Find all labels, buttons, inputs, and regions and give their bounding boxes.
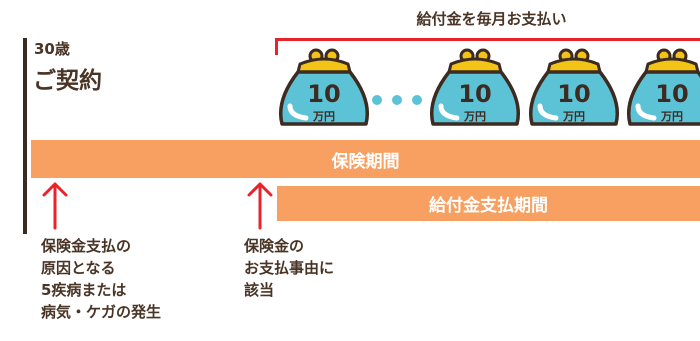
payment-eligibility-note: 保険金の お支払事由に 該当 (244, 235, 334, 301)
note-line: 該当 (244, 281, 275, 299)
ellipsis-dot (392, 95, 402, 105)
coin-purse-icon: 10 万円 (430, 48, 520, 126)
coin-amount: 10 (458, 80, 491, 108)
contract-label: ご契約 (33, 68, 102, 94)
note-line: 病気・ケガの発生 (41, 303, 162, 321)
benefit-payment-period-bar: 給付金支払期間 (277, 186, 700, 221)
contract-timeline-marker (23, 38, 27, 234)
coin-amount: 10 (655, 80, 688, 108)
monthly-payment-title: 給付金を毎月お支払い (416, 10, 567, 28)
note-line: 5疾病または (41, 281, 127, 299)
coin-purse-icon: 10 万円 (529, 48, 619, 126)
up-arrow-icon (42, 182, 68, 230)
coin-unit: 万円 (660, 110, 683, 123)
up-arrow-icon (247, 182, 273, 230)
coin-unit: 万円 (312, 110, 335, 123)
note-line: 保険金支払の (41, 237, 132, 255)
coin-amount: 10 (557, 80, 590, 108)
coin-purse-icon: 10 万円 (627, 48, 700, 126)
payment-bracket-tick (275, 38, 278, 55)
insurance-period-bar: 保険期間 (31, 140, 700, 178)
payment-bracket (275, 38, 700, 41)
insurance-period-label: 保険期間 (331, 151, 400, 172)
note-line: 保険金の (244, 237, 305, 255)
note-line: 原因となる (41, 259, 116, 277)
coin-amount: 10 (307, 80, 340, 108)
note-line: お支払事由に (244, 259, 335, 277)
benefit-period-label: 給付金支払期間 (429, 196, 548, 216)
ellipsis-dot (372, 95, 382, 105)
ellipsis-dot (412, 95, 422, 105)
cause-occurrence-note: 保険金支払の 原因となる 5疾病または 病気・ケガの発生 (41, 235, 161, 323)
coin-unit: 万円 (463, 110, 486, 123)
coin-unit: 万円 (562, 110, 585, 123)
coin-purse-icon: 10 万円 (279, 48, 369, 126)
contract-age: 30歳 (34, 40, 70, 58)
